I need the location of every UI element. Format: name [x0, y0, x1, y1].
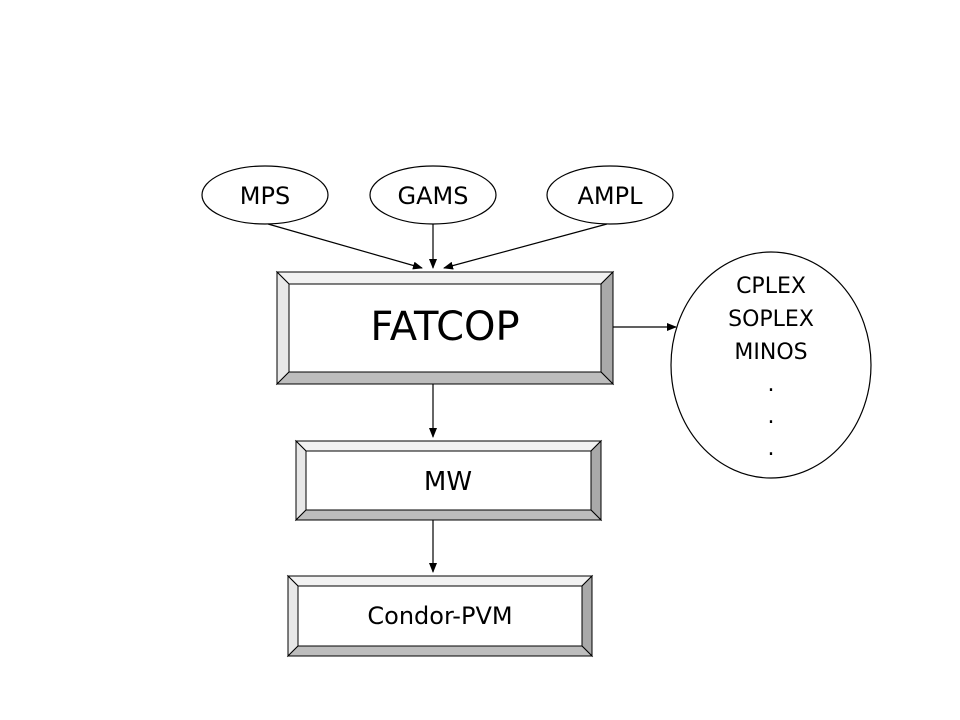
input-label-ampl: AMPL: [578, 182, 644, 210]
fatcop-label: FATCOP: [370, 304, 519, 350]
input-label-mps: MPS: [240, 182, 290, 210]
solver-line-soplex: SOPLEX: [728, 307, 814, 332]
mw-box: MW: [294, 439, 603, 522]
arrow-ampl-to-fatcop: [443, 223, 608, 270]
mw-label: MW: [424, 467, 472, 497]
condor-pvm-box: Condor-PVM: [286, 574, 594, 658]
solver-ellipsis-1: .: [768, 372, 775, 397]
solvers-node: CPLEX SOPLEX MINOS . . .: [670, 251, 872, 479]
solver-ellipsis-2: .: [768, 404, 775, 429]
arrow-mps-to-fatcop: [267, 223, 423, 270]
fatcop-box: FATCOP: [275, 270, 615, 386]
input-node-gams: GAMS: [369, 165, 497, 225]
solver-ellipsis-3: .: [768, 436, 775, 461]
solver-line-minos: MINOS: [734, 340, 807, 365]
solver-line-cplex: CPLEX: [736, 274, 806, 299]
input-label-gams: GAMS: [398, 182, 469, 210]
condor-pvm-label: Condor-PVM: [367, 602, 512, 630]
input-node-ampl: AMPL: [546, 165, 674, 225]
input-node-mps: MPS: [201, 165, 329, 225]
